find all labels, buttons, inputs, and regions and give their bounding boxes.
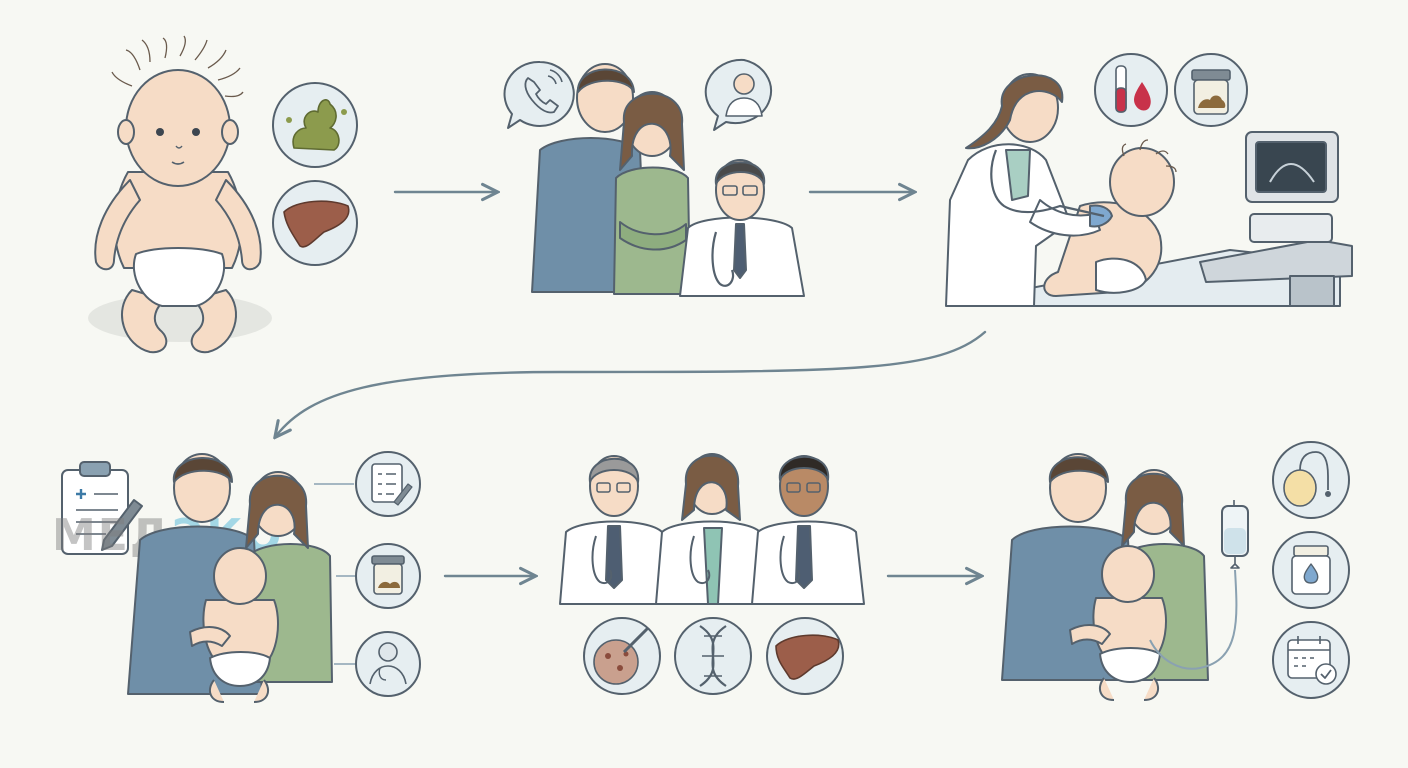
infant-eye-right [192, 128, 200, 136]
parent-hands [189, 626, 231, 647]
treated-baby-diaper [1099, 647, 1161, 683]
parent-father-hair [172, 457, 233, 483]
step3-examination-tests [945, 53, 1353, 307]
patient-baby-hair [1121, 139, 1177, 173]
checklist-icon [355, 451, 421, 517]
infant-eye-left [156, 128, 164, 136]
phone-icon [524, 77, 559, 114]
mother-hair [619, 92, 685, 171]
phone-bubble-icon [503, 60, 575, 129]
step1-infant-symptoms [88, 35, 358, 354]
held-baby-legs [208, 679, 270, 703]
specialist2-hair [681, 454, 741, 521]
infant-diaper [132, 247, 226, 307]
held-baby-head [213, 547, 267, 605]
sample-jar-icon [355, 543, 421, 609]
flow-arrows [276, 192, 987, 576]
liver-icon [272, 180, 358, 266]
physician-hair [965, 74, 1064, 150]
physician-scrubs [1005, 149, 1031, 201]
infant-ear-right [221, 119, 239, 145]
doctor-icon [355, 631, 421, 697]
treated-baby-head [1101, 545, 1155, 603]
ultrasound-machine-icon [1199, 131, 1353, 307]
clipboard-icon [61, 461, 143, 555]
infant-arm-left [94, 179, 141, 271]
doctor-hair [714, 161, 766, 185]
calendar-check-icon [1272, 621, 1350, 699]
treated-baby-legs [1098, 677, 1160, 701]
specialist3-hair [778, 455, 830, 481]
medicine-jar-icon [1272, 531, 1350, 609]
infant-head [125, 69, 231, 187]
held-baby-diaper [209, 651, 271, 687]
patient-baby-diaper [1095, 257, 1147, 294]
stool-icon [272, 82, 358, 168]
infant-nose [175, 145, 183, 149]
treated-mother-hair [1121, 472, 1185, 547]
physician-coat [945, 143, 1071, 307]
parent-mother-hair [245, 474, 309, 549]
infant-ear-left [117, 119, 135, 145]
arrow-step3-to-step4 [276, 330, 987, 436]
female-doctor-icon [733, 73, 755, 95]
step2-parents-consult [503, 58, 805, 297]
stool-sample-jar-icon [1174, 53, 1248, 127]
step5-specialist-team [559, 453, 865, 695]
female-doctor-bubble-icon [704, 58, 772, 131]
infant-mouth [171, 161, 185, 165]
doctor-stethoscope [711, 231, 735, 287]
physician-stethoscope [990, 149, 1105, 218]
infant-arm-right [215, 179, 262, 271]
infant-leg-left [121, 289, 168, 354]
specialist1-hair [588, 457, 640, 483]
doctor-glasses [722, 185, 738, 196]
biopsy-icon [583, 617, 661, 695]
liver-icon [766, 617, 844, 695]
patient-baby-head [1109, 147, 1175, 217]
infant-hair [111, 35, 244, 98]
dna-icon [674, 617, 752, 695]
treated-parent-hands [1069, 624, 1111, 645]
connector-lines [314, 483, 356, 665]
doctor-tie [733, 223, 747, 279]
treated-father-hair [1048, 456, 1109, 483]
step6-treatment-followup [1001, 441, 1350, 701]
feeding-tube-icon [1272, 441, 1350, 519]
father-hair [576, 68, 635, 93]
step4-preparation: МЕД ЭКО [52, 451, 421, 703]
blood-test-icon [1094, 53, 1168, 127]
iv-drip-icon [1149, 500, 1249, 670]
infant-leg-right [190, 289, 237, 354]
